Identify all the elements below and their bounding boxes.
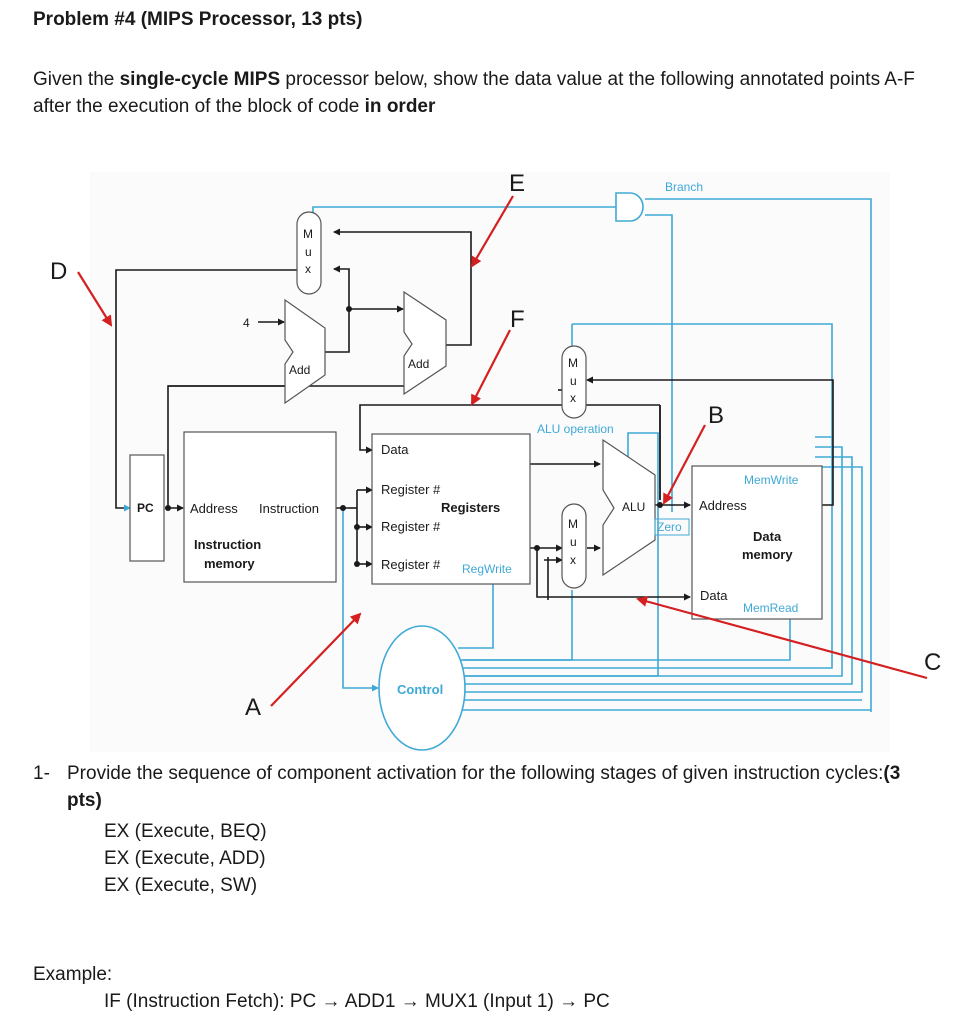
- problem-intro: Given the single-cycle MIPS processor be…: [33, 66, 948, 120]
- mux-wb-letter-x: x: [570, 391, 576, 405]
- reg-number-2: Register #: [381, 519, 441, 534]
- memwrite-label: MemWrite: [744, 473, 799, 487]
- mux-pc-letter-x: x: [305, 262, 311, 276]
- intro-part2: processor below, show the data value at …: [33, 69, 915, 117]
- arrow-c: [636, 596, 928, 680]
- arrow-f: [471, 329, 511, 406]
- mux-alu-letter-x: x: [570, 553, 576, 567]
- arrow-e: [470, 195, 514, 268]
- arrow-b: [663, 424, 706, 505]
- point-label-b: B: [708, 402, 724, 429]
- annotation-arrows: [77, 195, 928, 707]
- data-memory: [691, 465, 823, 620]
- imem-name-line1: Instruction: [194, 537, 261, 552]
- instruction-memory: [183, 431, 337, 583]
- imem-address-label: Address: [190, 501, 238, 516]
- mips-datapath-diagram: Branch PC Address Instruction Instructio…: [50, 170, 941, 752]
- mux-alu-letter-u: u: [570, 535, 577, 549]
- mux-wb-letter-u: u: [570, 374, 577, 388]
- zero-label: Zero: [657, 520, 682, 534]
- reg-data-label: Data: [381, 442, 409, 457]
- memread-label: MemRead: [743, 601, 798, 615]
- pc-label: PC: [137, 501, 154, 515]
- adder-2: [403, 290, 447, 396]
- adder-2-label: Add: [408, 357, 429, 371]
- reg-number-1: Register #: [381, 482, 441, 497]
- question-1-number: 1-: [33, 763, 50, 784]
- alu-label: ALU: [622, 500, 645, 514]
- imem-instruction-label: Instruction: [259, 501, 319, 516]
- example-label: Example:: [33, 964, 113, 985]
- regwrite-label: RegWrite: [462, 562, 512, 576]
- adder-1: [284, 298, 326, 405]
- intro-part1: Given the: [33, 69, 120, 90]
- reg-number-3: Register #: [381, 557, 441, 572]
- question-1-prompt: Provide the sequence of component activa…: [67, 763, 884, 784]
- point-label-f: F: [510, 306, 525, 333]
- arrow-d: [77, 271, 113, 327]
- stage-sw: EX (Execute, SW): [104, 875, 258, 896]
- mux-writeback: [561, 345, 587, 419]
- zero-box: [654, 518, 690, 536]
- register-file: [371, 433, 531, 585]
- alu-operation-label: ALU operation: [537, 422, 614, 436]
- dmem-name-line1: Data: [753, 529, 782, 544]
- mux-alu-src: [561, 503, 587, 589]
- arrow-a: [270, 612, 362, 707]
- point-label-c: C: [924, 649, 941, 676]
- problem-title: Problem #4 (MIPS Processor, 13 pts): [33, 9, 363, 30]
- dmem-address-label: Address: [699, 498, 747, 513]
- stage-beq: EX (Execute, BEQ): [104, 821, 267, 842]
- question-1-points: (3 pts): [67, 763, 901, 811]
- dmem-data-label: Data: [700, 588, 728, 603]
- control-unit: [378, 625, 466, 751]
- mux-pc-letter-u: u: [305, 245, 312, 259]
- intro-bold1: single-cycle MIPS: [119, 69, 281, 90]
- adder-1-label: Add: [289, 363, 310, 377]
- point-label-a: A: [245, 694, 261, 721]
- mux-pc-letter-m: M: [303, 227, 313, 241]
- alu: [602, 438, 656, 577]
- mux-alu-letter-m: M: [568, 517, 578, 531]
- control-label: Control: [397, 682, 443, 697]
- intro-bold2: in order: [364, 96, 436, 117]
- point-label-d: D: [50, 258, 67, 285]
- mux-pc-select: [296, 211, 322, 295]
- branch-label: Branch: [665, 180, 703, 194]
- mux-wb-letter-m: M: [568, 356, 578, 370]
- junction-dots: [165, 306, 663, 567]
- point-label-e: E: [509, 170, 525, 197]
- example-text: IF (Instruction Fetch): PC → ADD1 → MUX1…: [104, 991, 610, 1012]
- question-1-text: Provide the sequence of component activa…: [67, 760, 937, 814]
- registers-label: Registers: [441, 500, 500, 515]
- branch-and-gate: [615, 192, 644, 222]
- stage-add: EX (Execute, ADD): [104, 848, 266, 869]
- pc-register: [129, 454, 165, 562]
- imem-name-line2: memory: [204, 556, 255, 571]
- constant-four: 4: [243, 316, 250, 330]
- dmem-name-line2: memory: [742, 547, 793, 562]
